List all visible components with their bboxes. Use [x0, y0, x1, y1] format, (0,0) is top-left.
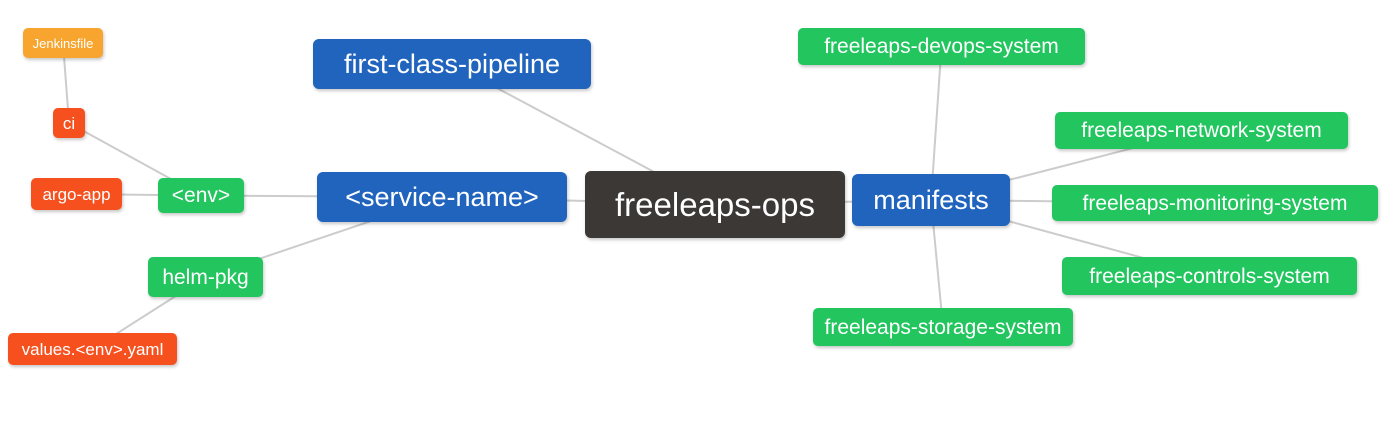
node-freeleaps-ops[interactable]: freeleaps-ops [585, 171, 845, 238]
node-helm-pkg[interactable]: helm-pkg [148, 257, 263, 297]
node-service-name[interactable]: <service-name> [317, 172, 567, 222]
node-freeleaps-network-system[interactable]: freeleaps-network-system [1055, 112, 1348, 149]
node-freeleaps-monitoring-system[interactable]: freeleaps-monitoring-system [1052, 185, 1378, 221]
node-freeleaps-storage-system[interactable]: freeleaps-storage-system [813, 308, 1073, 346]
node-argo-app[interactable]: argo-app [31, 178, 122, 210]
node-jenkinsfile[interactable]: Jenkinsfile [23, 28, 103, 58]
node-ci[interactable]: ci [53, 108, 85, 138]
node-freeleaps-controls-system[interactable]: freeleaps-controls-system [1062, 257, 1357, 295]
node-freeleaps-devops-system[interactable]: freeleaps-devops-system [798, 28, 1085, 65]
node-first-class-pipeline[interactable]: first-class-pipeline [313, 39, 591, 89]
node-manifests[interactable]: manifests [852, 174, 1010, 226]
node-values-env-yaml[interactable]: values.<env>.yaml [8, 333, 177, 365]
node-env[interactable]: <env> [158, 178, 244, 213]
